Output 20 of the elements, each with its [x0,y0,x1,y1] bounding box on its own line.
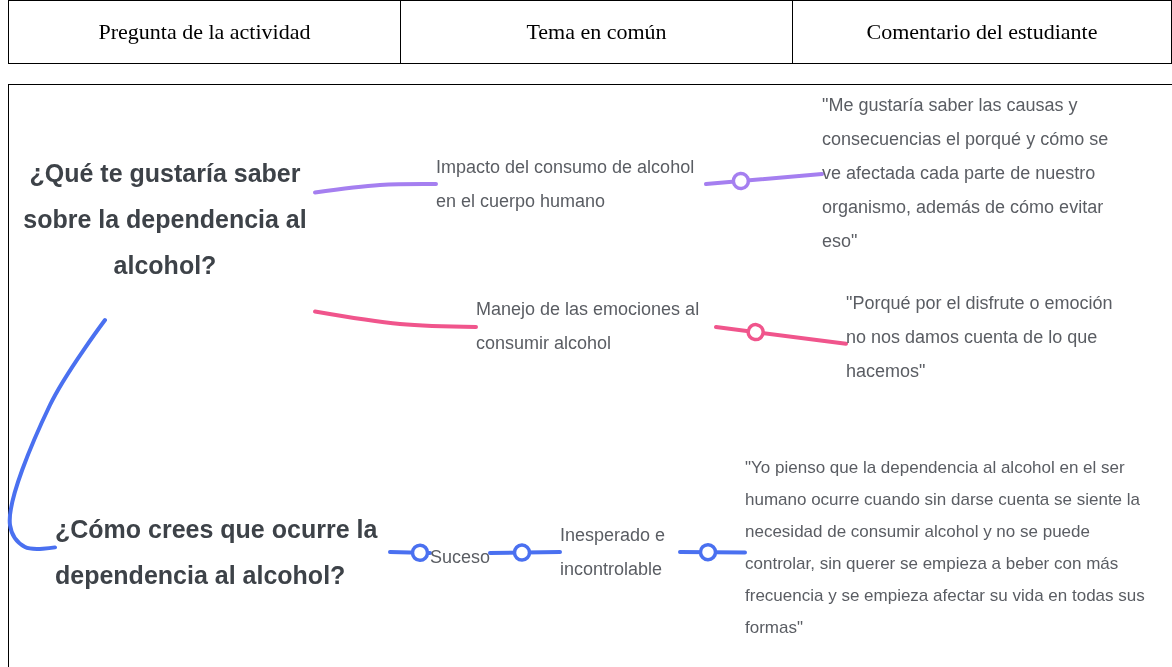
question-text: ¿Cómo crees que ocurre la dependencia al alcohol? [55,514,379,591]
topic-text: Impacto del consumo de alcohol en el cuerpo humano [436,156,696,213]
topic-text: "Yo pienso que la dependencia al alcohol en el ser humano ocurre cuando sin darse cuenta se siente la necesidad de consumir alcohol y no se puede controlar, sin querer se empieza a beber con más frecuencia y se empieza afectar su vida en todas sus formas" [745,457,1146,639]
connector-line [714,322,848,346]
connector-line [7,318,107,551]
topic-text: "Porqué por el disfrute o emoción no nos damos cuenta de lo que hacemos" [846,292,1114,383]
question-text: ¿Qué te gustaría saber sobre la dependencia al alcohol? [22,158,308,281]
connector-line [488,543,562,562]
topic-text: "Me gustaría saber las causas y consecuencias el porqué y cómo se ve afectada cada parte de nuestro organismo, además de cómo evitar eso" [822,94,1110,253]
topic-text: Suceso [430,546,490,569]
connector-line [678,542,747,562]
column-header: Pregunta de la actividad [8,0,401,64]
connector-line [313,309,478,329]
column-header: Tema en común [400,0,793,64]
connector-line [388,543,432,562]
connector-line [313,181,438,195]
topic-text: Inesperado e incontrolable [560,524,667,581]
column-header: Comentario del estudiante [792,0,1172,64]
topic-text: Manejo de las emociones al consumir alcohol [476,298,701,355]
connector-line [704,171,824,191]
